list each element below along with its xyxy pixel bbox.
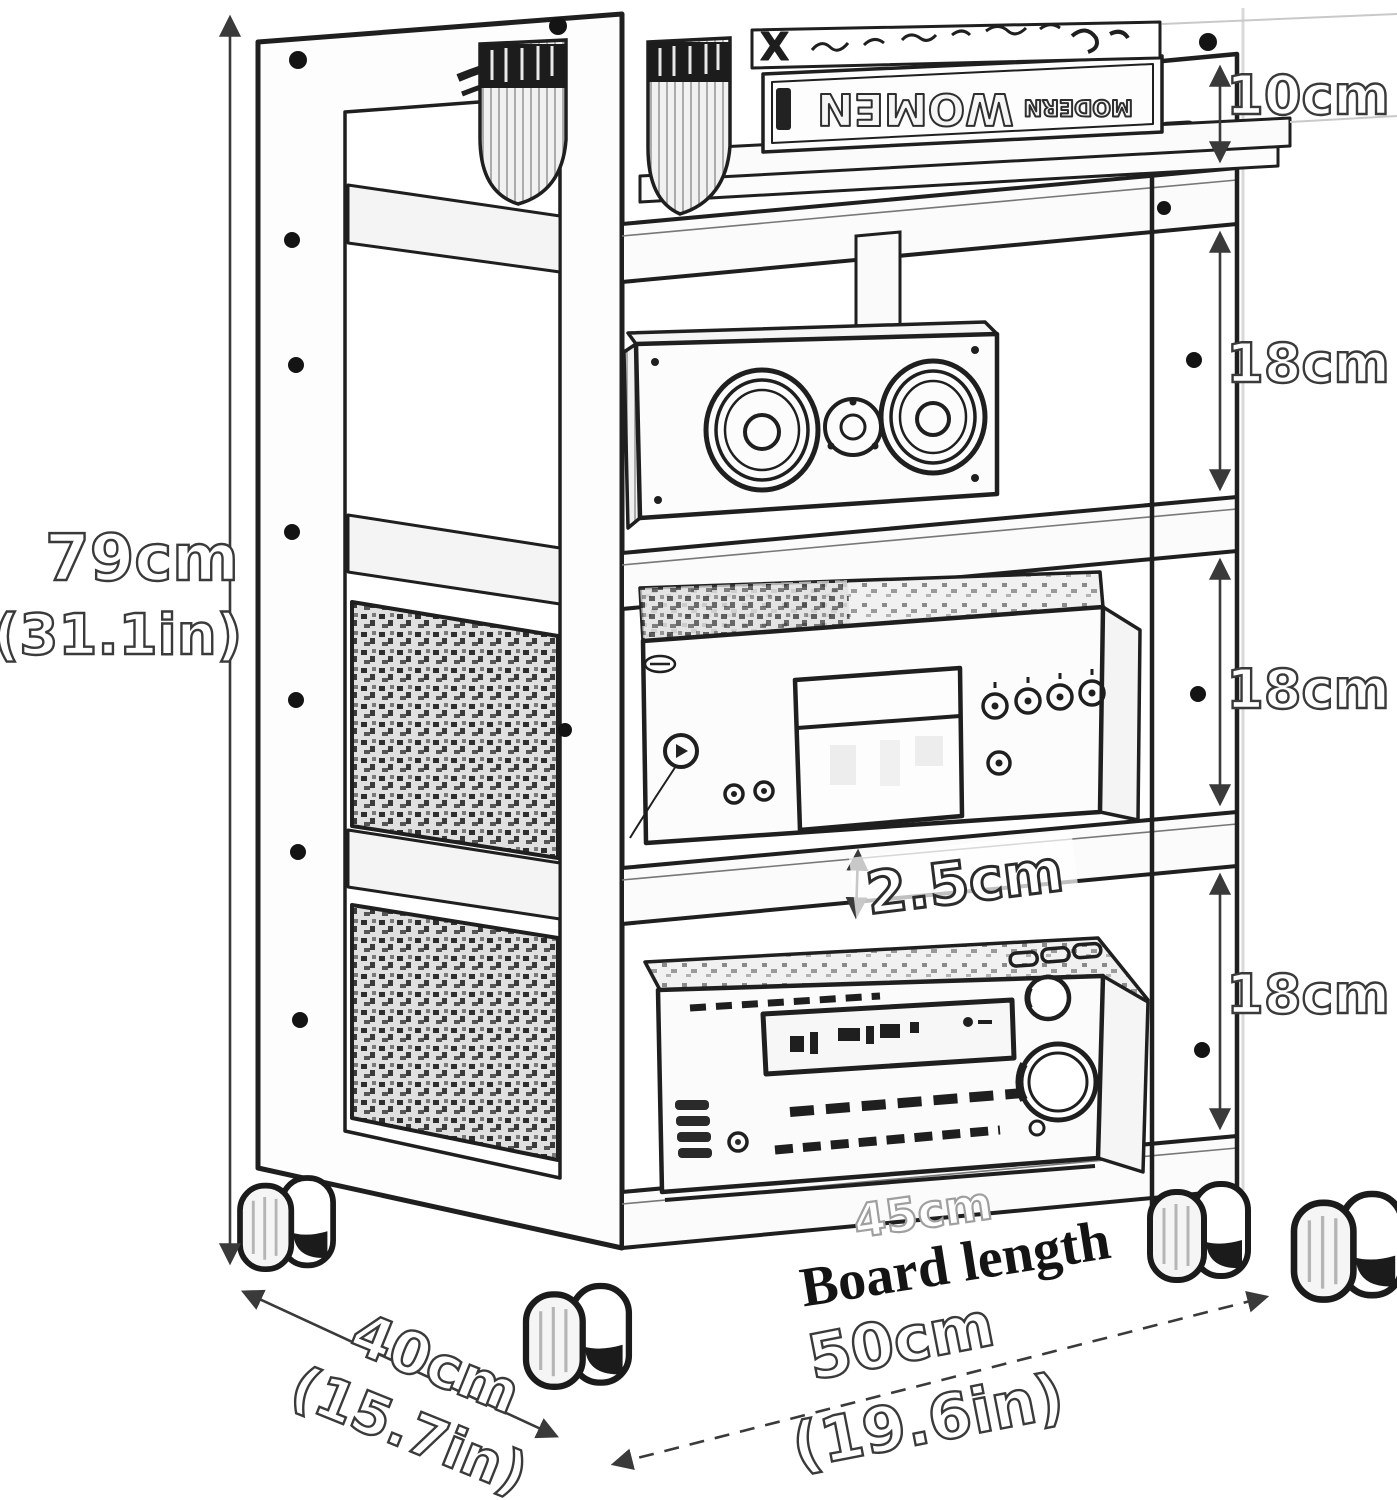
top-board-side-rail (346, 183, 562, 274)
magazine-title-upside-down: MODERNWOMEN (817, 83, 1133, 134)
receiver-display (760, 997, 1017, 1077)
left-side-frame (255, 11, 625, 1251)
label-backdrop (848, 830, 1080, 926)
cd-right-bevel (1098, 605, 1142, 822)
cd-buttons (723, 780, 775, 805)
center-speaker (622, 320, 1000, 530)
av-receiver (643, 936, 1150, 1202)
woofer-left (703, 367, 821, 493)
bolt-dots-right (1157, 33, 1217, 1058)
books-stack: MODERNWOMEN X (456, 20, 1292, 204)
caster-front-right (1150, 1184, 1248, 1280)
receiver-jacks (675, 1100, 749, 1158)
shelf-gap-label-3: 18cm (1226, 963, 1389, 1026)
book-handwriting: X (750, 20, 1162, 70)
magazine-modern-women: MODERNWOMEN (761, 54, 1164, 154)
book-x-mark: X (760, 25, 789, 69)
shelf-gap-label-2: 18cm (1226, 658, 1389, 721)
cd-player (629, 570, 1142, 846)
volume-knob (1015, 1041, 1099, 1137)
caster-back-right (1294, 1194, 1397, 1300)
receiver-right-bevel (1096, 974, 1150, 1174)
cd-power-knob (629, 733, 699, 839)
width-dimension-line (610, 1290, 1270, 1471)
shelf-gap-label-1: 18cm (1226, 332, 1389, 395)
magazine-spine-bar (776, 88, 791, 130)
guide-lines (1161, 13, 1397, 123)
receiver-button-row-1 (789, 1083, 1086, 1117)
receiver-corner-buttons (1008, 941, 1103, 968)
top-gap-label: 10cm (1226, 64, 1389, 127)
cd-knobs (981, 669, 1106, 776)
magazine-drape-right (646, 36, 732, 216)
receiver-side-view (350, 903, 560, 1162)
caster-front-left (526, 1286, 629, 1387)
depth-dimension-line (240, 1289, 560, 1439)
magazine-drape-left (478, 38, 568, 206)
tweeter (823, 397, 883, 457)
input-knob (1024, 974, 1072, 1022)
caster-back-left (240, 1178, 333, 1269)
cd-display-tray (792, 665, 965, 833)
shelf3-side-rail (346, 828, 562, 921)
shelf2-side-rail (346, 513, 562, 606)
receiver-button-row-2 (774, 1125, 1001, 1155)
receiver-base-line (664, 1164, 1096, 1202)
cd-player-side-view (350, 600, 560, 860)
cd-logo (643, 654, 677, 674)
height-label-cm: 79cm (45, 522, 239, 596)
handwriting-scribble (810, 23, 1061, 52)
speaker-screws (651, 346, 979, 504)
bolt-dots-left (284, 17, 572, 1028)
height-label-inch: (31.1in) (0, 603, 242, 668)
receiver-top-button-row (689, 992, 881, 1012)
